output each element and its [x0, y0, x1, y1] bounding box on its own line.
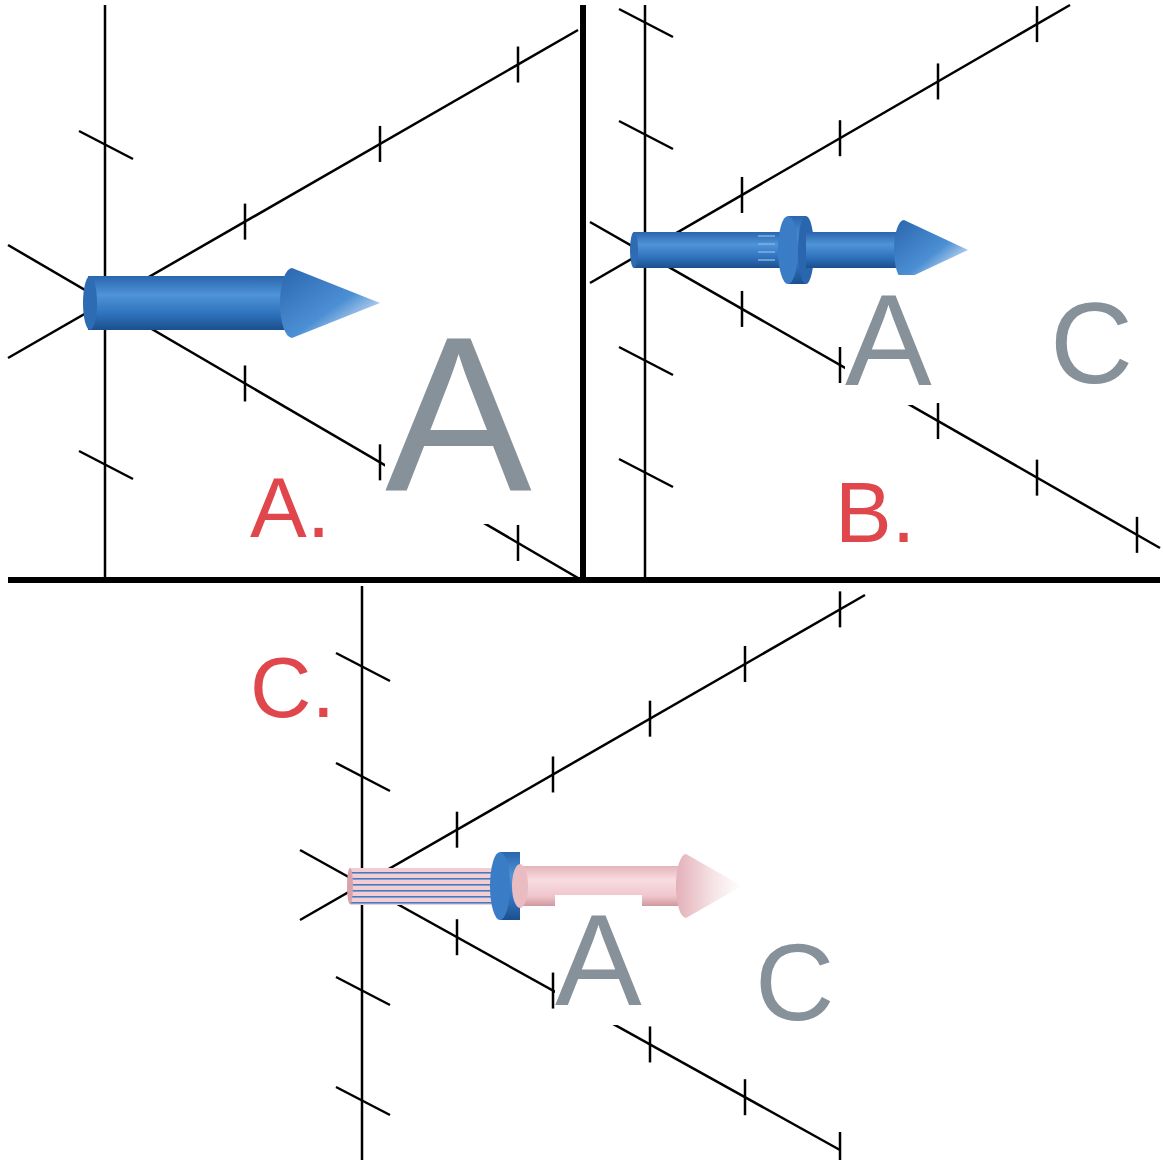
axis-tick: [336, 1087, 390, 1115]
axis-tick: [649, 701, 652, 737]
axis-tick: [244, 204, 247, 240]
pink-arrow: [347, 852, 742, 920]
axis-tick: [552, 756, 555, 792]
axis-line: [300, 850, 840, 1150]
axis-tick: [649, 1026, 652, 1062]
axis-tick: [619, 9, 673, 37]
axis-tick: [336, 763, 390, 791]
axis-tick: [741, 177, 744, 213]
letter-mark: A: [555, 895, 642, 1025]
arrow-end: [83, 276, 97, 330]
axis-tick: [744, 1079, 747, 1115]
axis-line: [590, 5, 1070, 283]
arrow-ring: [778, 216, 798, 284]
letter-mark: A: [385, 304, 532, 524]
axis-tick: [517, 525, 520, 561]
axis-tick: [619, 459, 673, 487]
arrow-head: [676, 854, 742, 918]
arrow-end: [630, 232, 638, 268]
axis-line: [644, 5, 647, 578]
panel-label: A.: [250, 465, 330, 550]
axis-tick: [1036, 460, 1039, 496]
axis-tick: [839, 120, 842, 156]
letter-mark: C: [1050, 286, 1133, 401]
axis-tick: [379, 126, 382, 162]
axis-tick: [839, 1132, 842, 1160]
axis-tick: [336, 653, 390, 681]
axis-tick: [517, 47, 520, 83]
axis-tick: [79, 131, 133, 159]
panel-divider: [580, 5, 586, 580]
axis-lines: [8, 5, 1160, 1160]
arrow-head: [280, 268, 380, 338]
arrow-shaft: [88, 276, 298, 330]
axis-tick: [1036, 6, 1039, 42]
axis-tick: [937, 403, 940, 439]
axis-tick: [244, 365, 247, 401]
axis-tick: [552, 973, 555, 1009]
blue-arrow: [83, 268, 380, 338]
axis-tick: [1136, 517, 1139, 553]
axis-tick: [619, 121, 673, 149]
panel-label: C.: [250, 645, 335, 730]
arrow-shaft: [806, 232, 906, 268]
axis-tick: [619, 347, 673, 375]
axis-line: [300, 595, 865, 920]
axis-tick: [741, 291, 744, 327]
arrow-shaft: [634, 232, 790, 268]
axis-tick: [336, 977, 390, 1005]
axis-tick: [379, 444, 382, 480]
axis-tick: [744, 646, 747, 682]
axis-tick: [456, 812, 459, 848]
arrow-shaft: [512, 864, 528, 908]
axis-tick: [937, 63, 940, 99]
arrow-end: [347, 868, 353, 904]
arrow-ring: [490, 852, 510, 920]
letter-mark: A: [845, 275, 932, 405]
arrow-head: [894, 220, 968, 280]
striped-shaft: [350, 868, 500, 905]
axis-tick: [839, 347, 842, 383]
axis-line: [8, 245, 578, 578]
panel-label: B.: [835, 470, 915, 555]
blue-arrow: [630, 216, 968, 284]
axis-tick: [456, 919, 459, 955]
axis-tick: [79, 451, 133, 479]
axis-ticks: [79, 6, 1137, 1160]
letter-mark: C: [755, 927, 834, 1037]
axis-tick: [839, 591, 842, 627]
shaft-stripes: [758, 236, 775, 260]
